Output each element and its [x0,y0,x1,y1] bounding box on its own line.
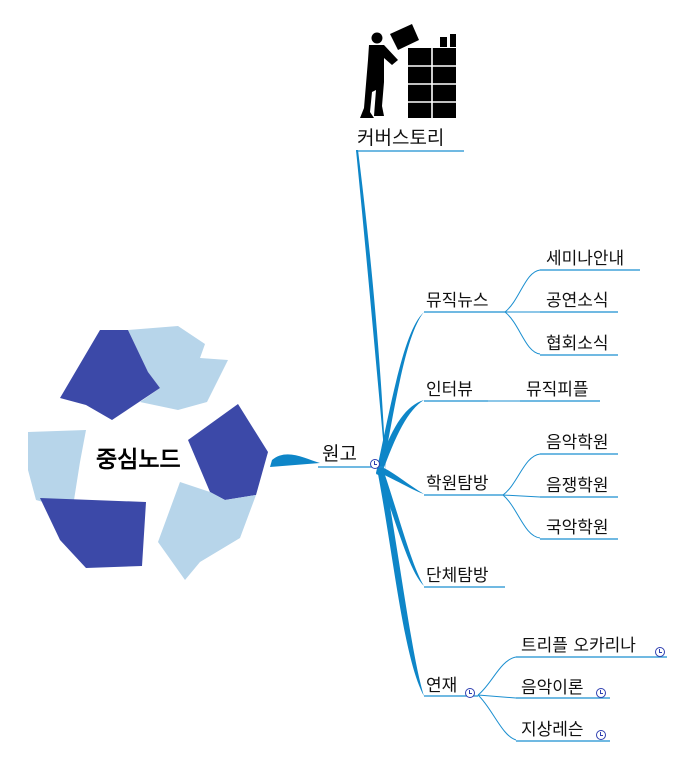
connector-main-interview [376,400,424,476]
leaf-node[interactable]: 음악이론 [521,678,584,698]
leaf-node[interactable]: 공연소식 [546,291,609,311]
connector-center-main [270,454,320,467]
connector-main-academy [378,468,424,494]
connector-leaf [477,656,517,696]
recycle-arrows-icon [28,326,268,580]
connector-leaf [502,494,541,498]
branch-node-series[interactable]: 연재 [426,676,458,696]
leaf-node[interactable]: 음쟁학원 [546,476,609,496]
leaf-node[interactable]: 지상레슨 [521,720,584,740]
leaf-node[interactable]: 음악학원 [546,433,609,453]
branch-node-group[interactable]: 단체탐방 [426,566,489,586]
branch-node-music-news[interactable]: 뮤직뉴스 [426,291,489,311]
clock-icon [596,730,606,740]
leaf-node[interactable]: 트리플 오카리나 [521,636,636,656]
main-branch-node[interactable]: 원고 [322,443,357,465]
leaf-node[interactable]: 협회소식 [546,334,609,354]
connector-leaf [502,494,541,539]
top-node[interactable]: 커버스토리 [357,127,445,149]
connector-leaf [477,694,517,699]
branch-node-academy[interactable]: 학원탐방 [426,474,489,494]
worker-stacking-boxes-icon [360,24,456,118]
leaf-node[interactable]: 세미나안내 [546,249,625,269]
clock-icon [465,688,475,698]
connector-leaf [502,453,541,496]
connector-leaf [504,311,541,355]
clock-icon [370,459,380,469]
branch-node-interview[interactable]: 인터뷰 [426,380,473,400]
connector-leaf [504,269,541,313]
clock-icon [655,647,665,657]
connector-main-group [378,472,424,586]
connector-main-cover [356,150,386,472]
connector-leaf [477,694,517,741]
connector-main-series [378,472,424,696]
clock-icon [596,688,606,698]
leaf-node[interactable]: 국악학원 [546,518,609,538]
leaf-node[interactable]: 뮤직피플 [526,380,589,400]
connector-main-music-news [376,312,424,474]
center-node[interactable]: 중심노드 [96,447,181,473]
